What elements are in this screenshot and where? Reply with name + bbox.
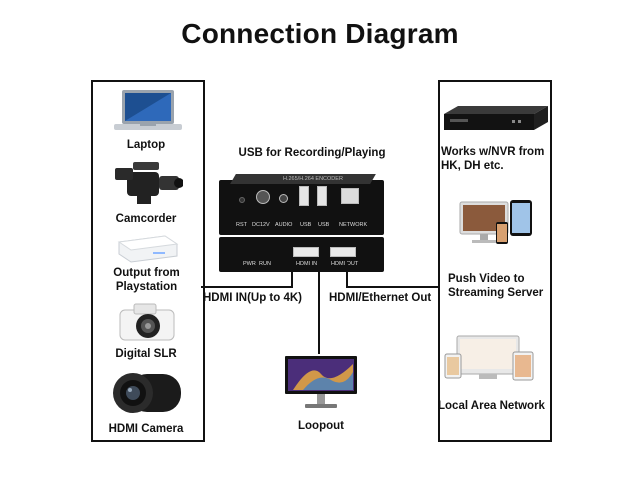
hdmi-in-label: HDMI IN(Up to 4K)	[203, 292, 303, 304]
encoder-brand-text: H.265/H.264 Encoder	[283, 176, 343, 182]
monitor-icon	[285, 356, 357, 408]
nvr-icon	[444, 106, 548, 130]
port-label-usb-2: USB	[318, 222, 330, 228]
port-label-network: NETWORK	[339, 222, 368, 228]
encoder-bottom-unit: PWR RUN HDMI IN HDMI OUT	[219, 237, 384, 272]
device-label-hdmi-camera: HDMI Camera	[108, 423, 184, 435]
indicator-label-pwr: PWR	[243, 261, 256, 267]
port-label-usb-1: USB	[300, 222, 312, 228]
device-label-camcorder: Camcorder	[115, 213, 177, 225]
wire-hdmi-in-vertical	[291, 262, 293, 288]
device-label-lan: Local Area Network	[438, 400, 545, 412]
lan-devices-icon	[444, 335, 534, 381]
dc-power-port[interactable]	[256, 190, 270, 204]
loopout-label: Loopout	[298, 420, 344, 432]
wire-hdmi-out-horizontal	[346, 286, 438, 288]
device-label-dslr: Digital SLR	[115, 348, 177, 360]
wire-loopout	[318, 272, 320, 354]
laptop-icon	[114, 90, 182, 130]
game-console-icon	[117, 235, 179, 263]
camera-icon	[119, 303, 175, 341]
network-port[interactable]	[341, 188, 359, 204]
wire-hdmi-out-vertical	[346, 262, 348, 288]
device-label-playstation: Output from Playstation	[113, 267, 180, 293]
wire-hdmi-in-horizontal	[201, 286, 293, 288]
port-label-hdmi-out: HDMI OUT	[331, 261, 359, 267]
output-devices-panel	[438, 80, 552, 442]
camcorder-icon	[115, 162, 183, 204]
audio-port[interactable]	[279, 194, 288, 203]
hdmi-out-label: HDMI/Ethernet Out	[329, 292, 432, 304]
usb-port-2[interactable]	[317, 186, 327, 206]
hdmi-out-port[interactable]	[330, 247, 356, 257]
device-label-laptop: Laptop	[126, 139, 166, 151]
encoder-top-unit: H.265/H.264 Encoder RST DC12V AUDIO USB …	[219, 174, 384, 235]
device-label-nvr: Works w/NVR from HK, DH etc.	[441, 146, 545, 172]
port-label-rst: RST	[236, 222, 247, 228]
port-label-hdmi-in: HDMI IN	[296, 261, 318, 267]
streaming-devices-icon	[459, 200, 532, 244]
port-label-dc12v: DC12V	[252, 222, 270, 228]
page-title: Connection Diagram	[181, 18, 459, 49]
device-label-streaming: Push Video to Streaming Server	[448, 273, 544, 299]
usb-label: USB for Recording/Playing	[238, 147, 386, 159]
usb-port-1[interactable]	[299, 186, 309, 206]
reset-button[interactable]	[239, 197, 245, 203]
ptz-camera-icon	[113, 373, 181, 413]
hdmi-in-port[interactable]	[293, 247, 319, 257]
port-label-audio: AUDIO	[275, 222, 293, 228]
indicator-label-run: RUN	[259, 261, 271, 267]
